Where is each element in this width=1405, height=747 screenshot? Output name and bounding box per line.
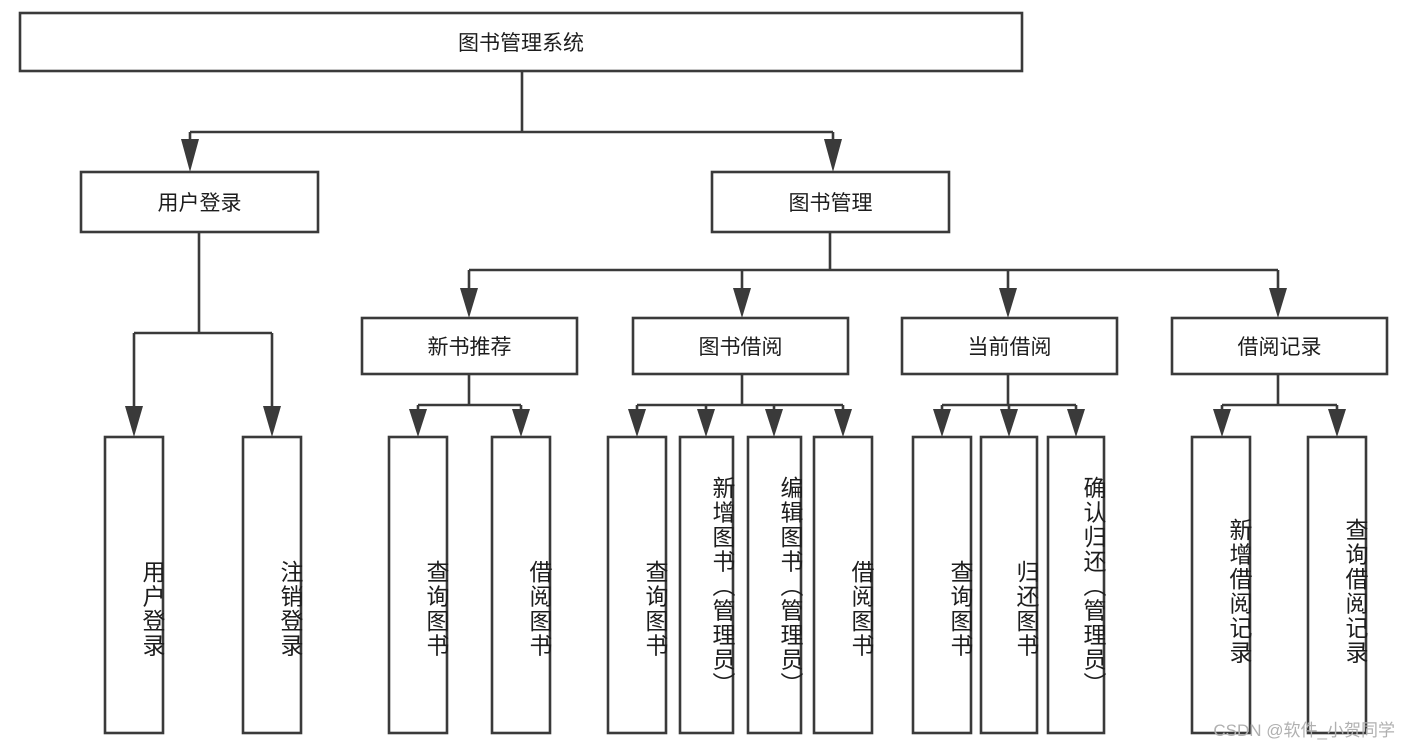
arrowhead-leaf-borrow-book-1: [512, 409, 530, 437]
arrowhead-leaf-user-login: [125, 406, 143, 437]
node-leaf-borrow-book-1[interactable]: [490, 435, 552, 735]
node-leaf-query-book-1[interactable]: [387, 435, 449, 735]
arrowhead-leaf-query-book-1: [409, 409, 427, 437]
node-book-management[interactable]: [710, 170, 951, 234]
node-leaf-edit-book[interactable]: [746, 435, 803, 735]
node-leaf-user-logout[interactable]: [241, 435, 303, 735]
arrowhead-to-user-login: [181, 139, 199, 172]
arrowhead-to-book-management: [824, 139, 842, 172]
arrowhead-leaf-query-book-3: [933, 409, 951, 437]
label-current-borrow: 当前借阅: [967, 336, 1052, 359]
node-leaf-query-book-2[interactable]: [606, 435, 668, 735]
node-leaf-confirm-return[interactable]: [1046, 435, 1106, 735]
node-leaf-query-record[interactable]: [1306, 435, 1368, 735]
arrowhead-leaf-add-book: [697, 409, 715, 437]
label-new-book-recommend: 新书推荐: [427, 336, 512, 359]
arrowhead-leaf-add-record: [1213, 409, 1231, 437]
node-user-login[interactable]: [79, 170, 320, 234]
arrowhead-new-book-recommend: [460, 288, 478, 318]
arrowhead-borrow-record: [1269, 288, 1287, 318]
arrowhead-leaf-return-book: [1000, 409, 1018, 437]
label-user-login: 用户登录: [157, 192, 242, 215]
node-leaf-query-book-3[interactable]: [911, 435, 973, 735]
node-leaf-add-book[interactable]: [678, 435, 735, 735]
label-book-borrow: 图书借阅: [698, 336, 783, 359]
label-borrow-record: 借阅记录: [1237, 336, 1322, 359]
node-leaf-borrow-book-2[interactable]: [812, 435, 874, 735]
arrowhead-leaf-query-book-2: [628, 409, 646, 437]
label-root: 图书管理系统: [458, 32, 584, 55]
arrowhead-leaf-user-logout: [263, 406, 281, 437]
node-new-book-recommend[interactable]: [360, 316, 579, 376]
node-leaf-user-login[interactable]: [103, 435, 165, 735]
label-book-management: 图书管理: [788, 192, 873, 215]
node-root[interactable]: [18, 11, 1024, 73]
arrowhead-current-borrow: [999, 288, 1017, 318]
node-leaf-add-record[interactable]: [1190, 435, 1252, 735]
csdn-watermark: CSDN @软件_小贺同学: [1213, 721, 1395, 740]
arrowhead-leaf-borrow-book-2: [834, 409, 852, 437]
node-leaf-return-book[interactable]: [979, 435, 1039, 735]
node-current-borrow[interactable]: [900, 316, 1119, 376]
arrowhead-leaf-confirm-return: [1067, 409, 1085, 437]
node-borrow-record[interactable]: [1170, 316, 1389, 376]
node-book-borrow[interactable]: [631, 316, 850, 376]
arrowhead-leaf-query-record: [1328, 409, 1346, 437]
arrowhead-book-borrow: [733, 288, 751, 318]
arrowhead-leaf-edit-book: [765, 409, 783, 437]
